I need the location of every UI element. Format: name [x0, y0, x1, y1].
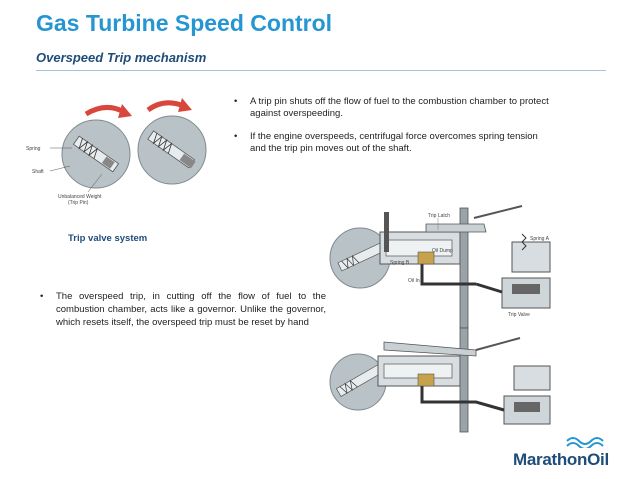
label-oil-dump: Oil Dump: [432, 248, 453, 254]
figure-caption: Trip valve system: [68, 233, 148, 244]
slide-subtitle: Overspeed Trip mechanism: [36, 50, 207, 65]
marathon-oil-logo: MarathonOil: [513, 434, 613, 474]
right-bullet-list: A trip pin shuts off the flow of fuel to…: [230, 96, 550, 166]
label-shaft: Shaft: [32, 169, 44, 175]
bullet-item: The overspeed trip, in cutting off the f…: [36, 290, 326, 329]
rotation-arrowhead-icon: [118, 104, 132, 118]
label-spring-a: Spring A: [530, 236, 550, 242]
label-spring: Spring: [26, 146, 41, 152]
trip-valve-diagram-reset: Trip Latch Spring A Spring B Oil Dump Oi…: [329, 205, 551, 328]
bullet-item: If the engine overspeeds, centrifugal fo…: [230, 131, 550, 155]
bullet-item: A trip pin shuts off the flow of fuel to…: [230, 96, 550, 120]
rotation-arrowhead-icon: [178, 98, 192, 112]
label-spring-b: Spring B: [390, 260, 410, 266]
title-divider: [36, 70, 606, 71]
label-oil-in: Oil In: [408, 278, 420, 284]
slide-title: Gas Turbine Speed Control: [36, 10, 333, 36]
rotation-arrow-icon: [146, 100, 185, 113]
logo-text: MarathonOil: [513, 450, 609, 469]
left-bullet-list: The overspeed trip, in cutting off the f…: [36, 290, 326, 340]
rotation-arrow-icon: [84, 105, 126, 117]
wave-logo-icon: [566, 437, 604, 448]
label-trip-valve: Trip Valve: [508, 312, 530, 318]
label-trip-pin: (Trip Pin): [68, 200, 89, 206]
trip-pin-diagram: Spring Shaft Unbalanced Weight (Trip Pin…: [26, 98, 207, 206]
label-unbalanced-weight: Unbalanced Weight: [58, 194, 102, 200]
trip-valve-diagram-tripped: [329, 327, 551, 433]
label-trip-latch: Trip Latch: [428, 213, 450, 219]
